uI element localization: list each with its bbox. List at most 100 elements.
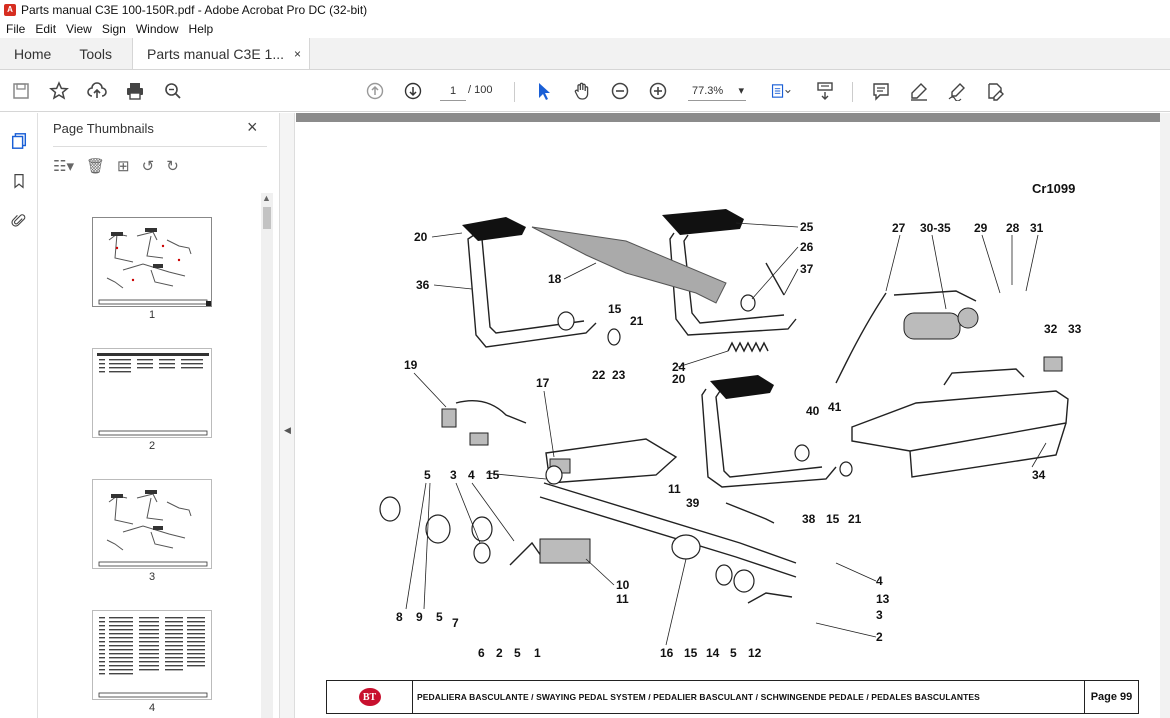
svg-text:3: 3	[450, 468, 457, 482]
page-up-icon[interactable]	[364, 80, 386, 102]
thumbnail-page-1[interactable]	[92, 217, 212, 307]
zoom-value: 77.3%	[692, 84, 724, 97]
zoom-dropdown[interactable]: 77.3% ▾	[688, 81, 746, 101]
rotate-right-icon[interactable]: ↻	[166, 158, 179, 175]
svg-text:5: 5	[514, 646, 521, 660]
tab-tools[interactable]: Tools	[79, 45, 113, 62]
page-number-input[interactable]	[440, 81, 466, 101]
panel-divider	[53, 146, 267, 147]
insert-page-icon[interactable]: ⊞	[117, 158, 130, 175]
svg-text:9: 9	[416, 610, 423, 624]
panel-title: Page Thumbnails	[53, 121, 154, 136]
main-toolbar: / 100 77.3% ▾	[0, 70, 1170, 112]
save-icon[interactable]	[10, 80, 32, 102]
exploded-parts-drawing: 20 36 18 25 26 37 15 21 27 30-35 29 28 3…	[379, 209, 1082, 660]
svg-text:2: 2	[876, 630, 883, 644]
tab-bar: Home Tools Parts manual C3E 1... ×	[0, 38, 1170, 70]
svg-text:6: 6	[478, 646, 485, 660]
attachment-icon[interactable]	[9, 211, 29, 231]
panel-splitter[interactable]: ◀	[279, 113, 295, 718]
menu-help[interactable]: Help	[188, 22, 214, 36]
bookmark-star-icon[interactable]	[48, 80, 70, 102]
svg-text:18: 18	[548, 272, 562, 286]
svg-text:19: 19	[404, 358, 418, 372]
svg-text:30-35: 30-35	[920, 221, 951, 235]
zoom-out-icon[interactable]	[609, 80, 631, 102]
thumbnail-page-2[interactable]	[92, 348, 212, 438]
viewer-scrollbar[interactable]	[1160, 113, 1170, 718]
options-menu-icon[interactable]: ☷▾	[53, 158, 74, 175]
tab-document-label: Parts manual C3E 1...	[147, 45, 284, 62]
svg-text:5: 5	[436, 610, 443, 624]
drawing-code: Cr1099	[1032, 181, 1076, 196]
bt-logo-badge: BT	[358, 688, 381, 706]
tab-home[interactable]: Home	[14, 45, 52, 62]
highlight-icon[interactable]	[908, 80, 930, 102]
delete-page-icon[interactable]: 🗑	[85, 158, 106, 175]
comment-icon[interactable]	[870, 80, 892, 102]
hand-icon[interactable]	[571, 80, 593, 102]
drawing-title: PEDALIERA BASCULANTE / SWAYING PEDAL SYS…	[417, 692, 980, 702]
svg-text:5: 5	[730, 646, 737, 660]
svg-text:39: 39	[686, 496, 700, 510]
collapse-panel-icon[interactable]: ◀	[284, 425, 291, 435]
upload-cloud-icon[interactable]	[86, 80, 108, 102]
toolbar-divider	[852, 82, 853, 102]
thumbnail-page-3[interactable]	[92, 479, 212, 569]
menu-file[interactable]: File	[6, 22, 26, 36]
svg-text:27: 27	[892, 221, 906, 235]
find-zoom-icon[interactable]	[162, 80, 184, 102]
select-arrow-icon[interactable]	[533, 80, 555, 102]
thumbnail-label: 2	[148, 440, 156, 452]
window-titlebar: A Parts manual C3E 100-150R.pdf - Adobe …	[0, 0, 1170, 20]
svg-text:36: 36	[416, 278, 430, 292]
svg-text:8: 8	[396, 610, 403, 624]
chevron-down-icon: ▾	[738, 85, 744, 97]
svg-text:28: 28	[1006, 221, 1020, 235]
page-thumbnails-icon[interactable]	[9, 131, 29, 151]
drawing-page-number: Page 99	[1084, 681, 1138, 713]
scroll-up-icon[interactable]: ▲	[262, 193, 271, 203]
fit-page-icon[interactable]	[766, 80, 796, 102]
rotate-left-icon[interactable]: ↺	[141, 158, 155, 175]
svg-text:2: 2	[496, 646, 503, 660]
svg-text:38: 38	[802, 512, 816, 526]
svg-text:10: 10	[616, 578, 630, 592]
window-title: Parts manual C3E 100-150R.pdf - Adobe Ac…	[21, 3, 368, 17]
thumbnail-label: 3	[148, 571, 156, 583]
thumbnail-page-4[interactable]	[92, 610, 212, 700]
acrobat-app-icon: A	[4, 4, 16, 16]
edit-icon[interactable]	[984, 80, 1006, 102]
scrollbar-thumb[interactable]	[263, 207, 271, 229]
page-down-icon[interactable]	[402, 80, 424, 102]
bookmark-icon[interactable]	[9, 171, 29, 191]
close-tab-icon[interactable]: ×	[294, 46, 302, 61]
scroll-mode-icon[interactable]	[814, 80, 836, 102]
svg-text:31: 31	[1030, 221, 1044, 235]
svg-text:15: 15	[684, 646, 698, 660]
menu-bar: File Edit View Sign Window Help	[0, 20, 1170, 38]
svg-text:1: 1	[534, 646, 541, 660]
svg-text:23: 23	[612, 368, 626, 382]
menu-edit[interactable]: Edit	[35, 22, 57, 36]
tab-document[interactable]: Parts manual C3E 1... ×	[132, 38, 311, 69]
close-panel-icon[interactable]: ×	[247, 117, 258, 137]
svg-text:7: 7	[452, 616, 459, 630]
svg-text:3: 3	[876, 608, 883, 622]
svg-text:12: 12	[748, 646, 762, 660]
sign-icon[interactable]	[946, 80, 968, 102]
svg-text:4: 4	[876, 574, 883, 588]
viewer-top-strip	[296, 113, 1160, 122]
svg-text:37: 37	[800, 262, 814, 276]
menu-view[interactable]: View	[66, 22, 92, 36]
svg-text:20: 20	[672, 372, 686, 386]
brand-logo: BT	[327, 681, 413, 713]
svg-text:15: 15	[608, 302, 622, 316]
menu-sign[interactable]: Sign	[101, 22, 126, 36]
svg-text:11: 11	[616, 592, 629, 606]
svg-text:21: 21	[848, 512, 862, 526]
menu-window[interactable]: Window	[135, 22, 179, 36]
thumbnails-scrollbar[interactable]: ▲	[261, 193, 273, 718]
zoom-in-icon[interactable]	[647, 80, 669, 102]
print-icon[interactable]	[124, 80, 146, 102]
